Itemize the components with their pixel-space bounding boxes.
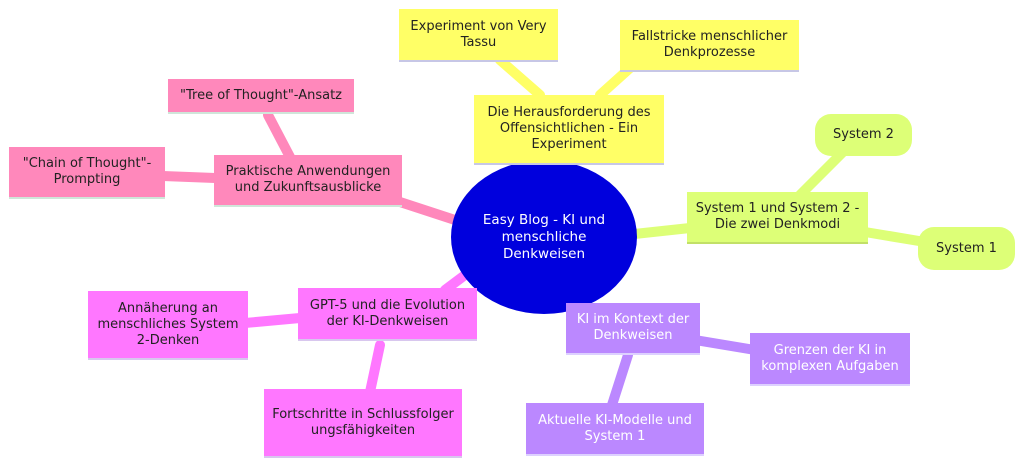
edge-gpt5-fortschritte <box>365 340 385 397</box>
node-system-1-2-label: System 1 und System 2 - Die zwei Denkmod… <box>695 201 860 232</box>
edge-herausforderung-experiment <box>495 55 545 100</box>
node-ki-kontext-label: KI im Kontext der Denkweisen <box>576 312 690 343</box>
node-fortschritte-label: Fortschritte in Schlussfolgerungsfähigke… <box>272 406 454 438</box>
edge-gpt5-annaeherung <box>240 313 305 328</box>
edge-system-1 <box>860 227 930 247</box>
edge-kikontext-aktuelle <box>607 350 633 410</box>
edge-center-gpt5 <box>440 270 470 295</box>
node-gpt5[interactable]: GPT-5 und die Evolution der KI-Denkweise… <box>298 288 477 341</box>
node-herausforderung[interactable]: Die Herausforderung des Offensichtlichen… <box>474 95 664 165</box>
center-node-label: Easy Blog - KI und menschliche Denkweise… <box>482 211 606 262</box>
node-system-1[interactable]: System 1 <box>918 227 1015 270</box>
node-chain-of-thought[interactable]: "Chain of Thought"-Prompting <box>9 147 165 199</box>
node-chain-of-thought-label: "Chain of Thought"-Prompting <box>22 156 152 187</box>
node-system-2[interactable]: System 2 <box>815 114 912 156</box>
node-ki-kontext[interactable]: KI im Kontext der Denkweisen <box>566 303 700 355</box>
node-fallstricke[interactable]: Fallstricke menschlicher Denkprozesse <box>620 20 799 72</box>
edge-center-praktisch <box>395 197 460 225</box>
node-experiment-very-tassu[interactable]: Experiment von Very Tassu <box>399 9 558 62</box>
edge-kikontext-grenzen <box>690 335 760 355</box>
node-herausforderung-label: Die Herausforderung des Offensichtlichen… <box>487 105 651 152</box>
node-praktisch[interactable]: Praktische Anwendungen und Zukunftsausbl… <box>214 155 402 207</box>
node-grenzen-der-ki-label: Grenzen der KI in komplexen Aufgaben <box>761 342 899 374</box>
center-node[interactable]: Easy Blog - KI und menschliche Denkweise… <box>451 160 637 314</box>
edge-system-2 <box>795 145 850 200</box>
node-grenzen-der-ki[interactable]: Grenzen der KI in komplexen Aufgaben <box>750 333 910 386</box>
node-fallstricke-label: Fallstricke menschlicher Denkprozesse <box>631 29 788 60</box>
node-experiment-very-tassu-label: Experiment von Very Tassu <box>410 18 547 50</box>
edge-praktisch-chain <box>158 171 220 183</box>
node-annaeherung[interactable]: Annäherung an menschliches System 2-Denk… <box>88 291 248 360</box>
node-tree-of-thought-label: "Tree of Thought"-Ansatz <box>180 87 342 103</box>
node-fortschritte[interactable]: Fortschritte in Schlussfolgerungsfähigke… <box>264 389 462 458</box>
edge-herausforderung-fallstricke <box>595 63 635 100</box>
node-system-1-label: System 1 <box>936 240 997 256</box>
edge-praktisch-tree <box>263 110 295 162</box>
node-annaeherung-label: Annäherung an menschliches System 2-Denk… <box>97 300 239 348</box>
node-gpt5-label: GPT-5 und die Evolution der KI-Denkweise… <box>309 297 466 329</box>
node-praktisch-label: Praktische Anwendungen und Zukunftsausbl… <box>225 164 391 195</box>
node-tree-of-thought[interactable]: "Tree of Thought"-Ansatz <box>168 79 354 114</box>
node-aktuelle-ki-modelle-label: Aktuelle KI-Modelle und System 1 <box>538 412 692 444</box>
node-system-1-2[interactable]: System 1 und System 2 - Die zwei Denkmod… <box>687 192 868 244</box>
node-aktuelle-ki-modelle[interactable]: Aktuelle KI-Modelle und System 1 <box>526 403 704 456</box>
node-system-2-label: System 2 <box>833 127 894 142</box>
